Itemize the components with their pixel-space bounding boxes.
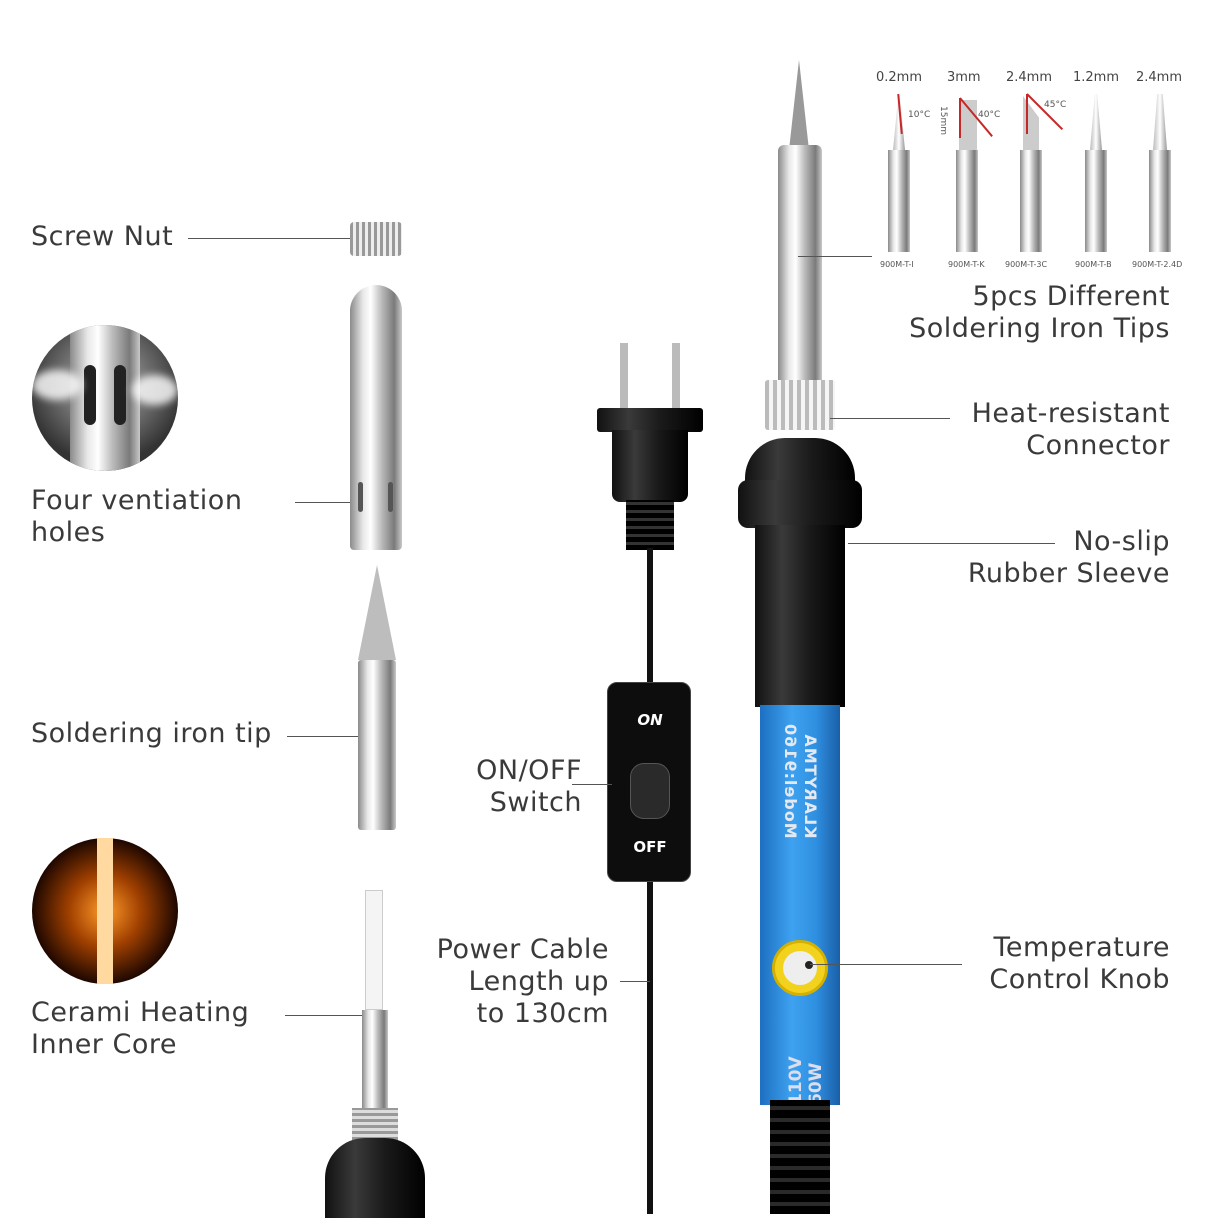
heating-core-closeup-image xyxy=(32,838,178,984)
tip-model: 900M-T-I xyxy=(880,260,914,269)
tip-900m-t-k xyxy=(956,150,978,252)
core-thread xyxy=(352,1108,398,1140)
core-handle-base xyxy=(325,1138,425,1218)
switch-rocker[interactable] xyxy=(630,763,670,819)
label-rubber-sleeve: No-slip Rubber Sleeve xyxy=(967,526,1170,589)
leader-line xyxy=(848,543,1055,544)
plug-strain-relief xyxy=(626,500,674,550)
screw-nut-image xyxy=(350,222,402,256)
model-text: Model:9160 xyxy=(781,723,800,839)
iron-collar xyxy=(745,438,855,486)
iron-handle: KLARYTMA Model:9160 110V 60W xyxy=(760,705,840,1105)
tip-size: 1.2mm xyxy=(1073,70,1120,85)
tip-size: 0.2mm xyxy=(876,70,923,85)
iron-strain-relief xyxy=(770,1100,830,1214)
brand-text: KLARYTMA xyxy=(801,733,820,839)
label-screw-nut: Screw Nut xyxy=(31,221,174,252)
angle-marker xyxy=(1026,94,1028,134)
iron-barrel xyxy=(778,145,822,385)
leader-line xyxy=(188,238,353,239)
handle-print: KLARYTMA Model:9160 xyxy=(780,723,820,839)
plug-body xyxy=(612,430,688,502)
label-ventilation-holes: Four ventiation holes xyxy=(31,485,243,548)
label-switch: ON/OFF Switch xyxy=(476,755,582,818)
iron-tip xyxy=(789,60,809,150)
temperature-knob[interactable] xyxy=(772,940,828,996)
plug-prong xyxy=(672,343,680,411)
leader-line xyxy=(287,736,359,737)
plug-head xyxy=(597,408,703,432)
tip-size: 2.4mm xyxy=(1136,70,1183,85)
leader-line xyxy=(810,964,962,965)
heat-resistant-connector xyxy=(765,380,835,430)
tip-point xyxy=(1153,94,1167,150)
label-temperature-knob: Temperature Control Knob xyxy=(989,932,1170,995)
tips-set: 0.2mm 3mm 2.4mm 1.2mm 2.4mm 10°C 40°C 45… xyxy=(870,70,1200,270)
tip-angle: 40°C xyxy=(978,110,1001,120)
tip-size: 3mm xyxy=(947,70,981,85)
leader-line xyxy=(295,502,357,503)
ventilation-closeup-image xyxy=(32,325,178,471)
tip-size: 2.4mm xyxy=(1006,70,1053,85)
switch-off-label: OFF xyxy=(633,838,667,856)
leader-line xyxy=(620,981,650,982)
leader-line xyxy=(798,256,872,257)
tip-point xyxy=(1090,94,1102,150)
tip-sleeve-image xyxy=(350,285,402,550)
rubber-sleeve xyxy=(755,525,845,707)
plug-prong xyxy=(620,343,628,411)
tip-angle: 45°C xyxy=(1044,100,1067,110)
power-switch[interactable]: ON OFF xyxy=(607,682,691,882)
iron-grip-top xyxy=(738,480,862,528)
label-tips-set: 5pcs Different Soldering Iron Tips xyxy=(909,281,1170,344)
voltage: 110V xyxy=(786,1056,806,1105)
tip-model: 900M-T-3C xyxy=(1005,260,1048,269)
leader-line xyxy=(285,1015,365,1016)
tip-length: 15mm xyxy=(938,106,948,135)
tip-model: 900M-T-2.4D xyxy=(1132,260,1183,269)
rating-text: 110V 60W xyxy=(786,1010,826,1105)
soldering-tip-image xyxy=(358,660,396,830)
tip-model: 900M-T-B xyxy=(1075,260,1112,269)
tip-900m-t-2.4d xyxy=(1149,150,1171,252)
tip-900m-t-3c xyxy=(1020,150,1042,252)
power: 60W xyxy=(806,1062,826,1105)
angle-marker xyxy=(959,98,961,138)
tip-900m-t-i xyxy=(888,150,910,252)
leader-line xyxy=(830,418,950,419)
switch-on-label: ON xyxy=(637,711,663,729)
tip-point xyxy=(358,565,396,660)
label-connector: Heat-resistant Connector xyxy=(971,398,1170,461)
tip-model: 900M-T-K xyxy=(948,260,985,269)
label-soldering-tip: Soldering iron tip xyxy=(31,718,272,749)
tip-900m-t-b xyxy=(1085,150,1107,252)
core-shaft xyxy=(362,1010,388,1110)
label-heating-core: Cerami Heating Inner Core xyxy=(31,997,250,1060)
leader-line xyxy=(572,784,612,785)
tip-angle: 10°C xyxy=(908,110,931,120)
ceramic-core-image xyxy=(365,890,383,1010)
label-power-cable: Power Cable Length up to 130cm xyxy=(436,934,609,1029)
